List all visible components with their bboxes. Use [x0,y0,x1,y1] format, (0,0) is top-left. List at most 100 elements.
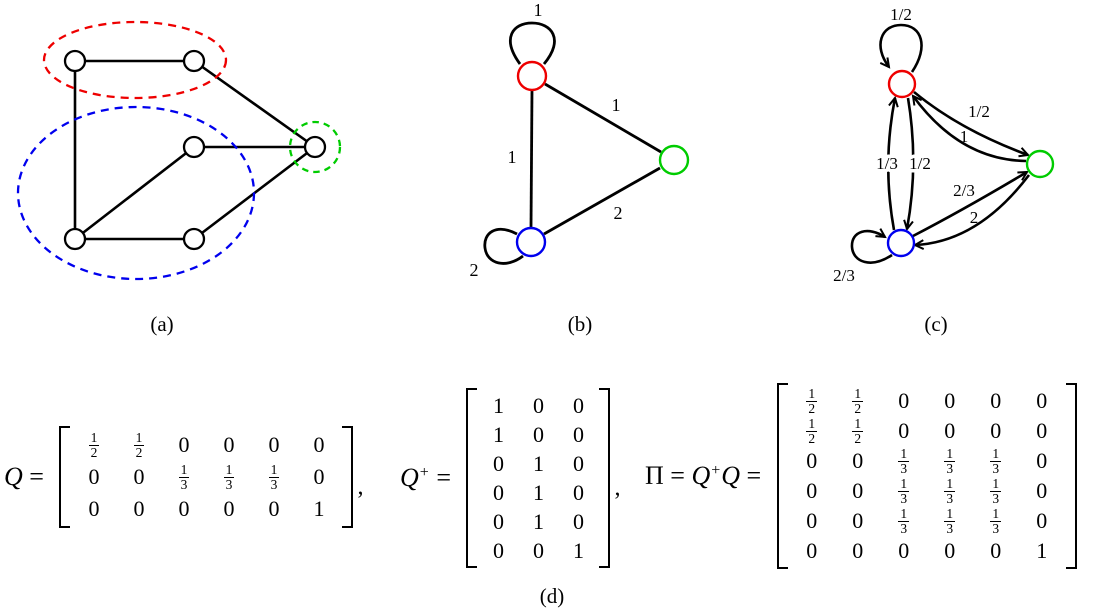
matrix-cell: 0 [852,448,864,473]
matrix-cell: 0 [223,432,235,457]
bracket-left [466,388,478,568]
matrix-cell: 0 [852,538,864,563]
weight-red-to-green: 1/2 [968,102,990,121]
weight-red-to-blue: 1/2 [909,154,931,173]
node-a-1 [63,49,87,73]
arrow-green-to-blue [912,174,1031,250]
edge-b-blue-green [543,166,661,236]
matrix-cell: 0 [852,478,864,503]
matrix-cell: 0 [898,388,910,413]
matrix-cell: 0 [313,432,325,457]
caption-d: (d) [539,584,565,608]
matrix-cell: 0 [990,418,1002,443]
weight-blue-loop: 2/3 [833,266,855,285]
caption-b: (b) [568,312,593,336]
graph-a-nodes [63,49,327,251]
node-b-blue [515,226,547,258]
matrix-cell: 1 [572,537,584,563]
matrix-cell: 0 [532,537,544,563]
matrix-cell: 1 [492,392,504,418]
matrix-cell: 0 [133,464,145,489]
edge-b-red-green [544,82,662,154]
self-loop-blue [483,228,524,265]
matrix-cell: 0 [532,392,544,418]
node-c-green [1025,149,1055,179]
edge-a-n3-n5 [74,145,195,241]
blue-group-ellipse [16,105,256,281]
matrix-cell: 0 [268,496,280,521]
bracket-right [599,388,611,568]
red-group-ellipse [42,20,228,100]
matrix-cell: 0 [223,496,235,521]
equation-token: Q [4,462,23,491]
green-group-circle [288,120,342,174]
matrix-cell: 0 [133,496,145,521]
matrix-cell: 0 [1036,478,1048,503]
weight-red-green: 1 [612,95,621,115]
bracket-right [1065,383,1077,569]
arrow-red-self-loop [879,23,923,73]
matrix-cell: 0 [944,388,956,413]
equation-Q-lhs: Q = [4,462,50,492]
bracket-right [342,426,354,528]
matrix-cell: 0 [178,496,190,521]
matrix-cell: 0 [1036,508,1048,533]
matrix-cell: 0 [990,388,1002,413]
arrow-blue-to-green [912,170,1029,238]
comma-separator: , [614,474,621,501]
equation-token: Q [721,461,741,490]
equation-token: + [419,464,429,481]
caption-c: (c) [924,312,947,336]
comma-separator: , [357,473,364,500]
matrix-cell: 0 [88,464,100,489]
graph-b-edge-labels: 1 2 1 1 2 [470,0,623,280]
matrix-cell: 0 [492,508,504,534]
node-c-blue [886,228,916,258]
equation-token: Π [645,461,664,490]
node-a-6 [182,227,206,251]
matrix-cell: 0 [944,538,956,563]
matrix-cell: 0 [268,432,280,457]
matrix-cell: 0 [88,496,100,521]
matrix-cell: 0 [492,537,504,563]
node-a-3 [182,135,206,159]
arrow-red-to-blue [903,97,915,232]
matrix-cell: 1 [532,479,544,505]
arrow-green-to-red [911,94,1027,163]
graph-c-edge-labels: 1/2 2/3 1/3 1/2 1/2 1 2/3 2 [833,5,990,285]
matrix-cell: 1 [532,450,544,476]
matrix-cell: 0 [313,464,325,489]
equation-token: + [711,462,721,479]
matrix-cell: 0 [898,418,910,443]
matrix-cell: 0 [898,538,910,563]
weight-red-loop: 1 [534,0,543,20]
node-a-4 [303,135,327,159]
matrix-cell: 1 [492,421,504,447]
equation-token: Q [691,461,711,490]
